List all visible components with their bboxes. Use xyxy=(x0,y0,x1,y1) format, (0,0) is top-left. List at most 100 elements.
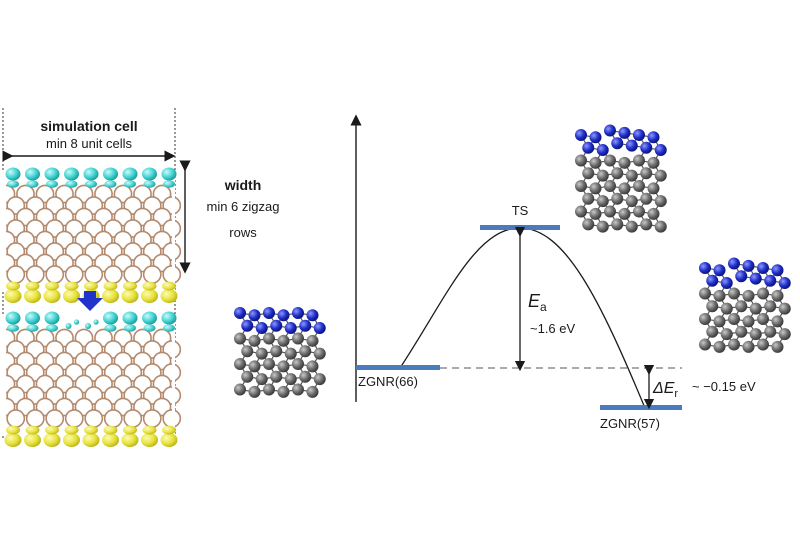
carbon-atom xyxy=(764,325,777,338)
substrate-atom xyxy=(102,289,119,303)
carbon-atom xyxy=(764,300,777,313)
substrate-atom xyxy=(142,425,157,435)
carbon-atom xyxy=(241,345,254,358)
carbon-atom xyxy=(633,180,645,193)
substrate-atom xyxy=(84,425,98,435)
carbon-atom xyxy=(742,289,755,302)
carbon-atom xyxy=(234,358,246,371)
carbon-atom xyxy=(604,205,616,218)
carbon-atom xyxy=(735,325,748,338)
edge-atom xyxy=(124,180,136,188)
carbon-atom xyxy=(277,360,290,373)
carbon-atom xyxy=(292,358,304,371)
reaction-path-curve xyxy=(399,227,646,409)
edge-atom xyxy=(64,167,79,181)
carbon-atom xyxy=(647,182,660,195)
carbon-atom xyxy=(313,373,326,386)
mol-atoms xyxy=(575,124,667,233)
carbon-atom xyxy=(292,332,304,345)
transformation-arrow-icon xyxy=(77,291,103,311)
carbon-atom xyxy=(706,300,719,313)
substrate-atom xyxy=(82,433,100,447)
carbon-atom xyxy=(728,338,740,351)
carbon-atom xyxy=(757,338,769,351)
edge-atom xyxy=(142,311,157,325)
edge-atom xyxy=(85,180,97,188)
carbon-atom xyxy=(720,328,733,341)
carbon-atom xyxy=(611,218,624,231)
slab-ring xyxy=(6,409,26,428)
edge-atom xyxy=(103,167,118,181)
carbon-atom xyxy=(604,154,616,167)
carbon-atom xyxy=(582,218,595,231)
carbon-atom xyxy=(742,315,755,328)
nitrogen-atom xyxy=(625,139,638,152)
substrate-atom xyxy=(63,289,80,303)
carbon-atom xyxy=(611,167,624,180)
substrate-atom xyxy=(64,281,79,291)
carbon-atom xyxy=(596,220,609,233)
edge-atom xyxy=(122,167,138,181)
carbon-atom xyxy=(742,340,755,353)
nitrogen-atom xyxy=(292,307,304,319)
simulation-cell-panel: simulation cell min 8 unit cells xyxy=(0,108,182,447)
carbon-atom xyxy=(728,287,740,300)
structure-ts xyxy=(575,124,667,233)
carbon-atom xyxy=(241,370,254,383)
slab-ring xyxy=(84,265,104,284)
carbon-atom xyxy=(284,347,297,360)
carbon-atom xyxy=(728,313,740,326)
edge-atom xyxy=(122,311,138,325)
slab-mask-left xyxy=(0,316,6,436)
carbon-atom xyxy=(306,334,319,347)
slab-bond-mesh xyxy=(0,328,182,428)
substrate-atom xyxy=(25,425,40,435)
carbon-atom xyxy=(720,302,733,315)
label-zgnr57: ZGNR(57) xyxy=(600,416,660,431)
edge-atom xyxy=(7,180,19,188)
edge-atom xyxy=(44,167,60,181)
edge-atom-small xyxy=(73,319,80,325)
carbon-atom xyxy=(713,340,726,353)
carbon-atom xyxy=(277,334,290,347)
edge-atom xyxy=(83,167,99,181)
carbon-atom xyxy=(270,345,283,358)
nitrogen-atom xyxy=(618,126,631,139)
carbon-atom xyxy=(313,347,326,360)
edge-atom xyxy=(104,180,117,188)
nitrogen-atom xyxy=(604,124,616,137)
carbon-atom xyxy=(234,383,246,396)
carbon-atom xyxy=(735,300,748,313)
slab-mask-right xyxy=(172,316,175,436)
activation-symbol: Ea xyxy=(528,291,547,314)
slab-ring xyxy=(123,409,143,428)
carbon-atom xyxy=(633,154,645,167)
substrate-atom xyxy=(123,425,137,435)
edge-atom-small xyxy=(65,323,72,329)
substrate-atom xyxy=(162,281,176,291)
substrate-atom xyxy=(63,433,80,447)
nitrogen-atom xyxy=(647,131,660,144)
carbon-atom xyxy=(589,182,602,195)
carbon-atom xyxy=(633,205,645,218)
graphene-slab-defect xyxy=(0,311,182,447)
carbon-atom xyxy=(618,156,631,169)
slab-ring xyxy=(84,409,104,428)
nitrogen-atom xyxy=(306,309,319,322)
nitrogen-atom xyxy=(771,264,784,277)
carbon-atom xyxy=(299,345,312,358)
carbon-atom xyxy=(589,156,602,169)
graphene-slab-pristine xyxy=(0,167,182,303)
slab-ring xyxy=(142,265,162,284)
width-annotation: width min 6 zigzag rows xyxy=(179,160,279,274)
slab-ring xyxy=(25,409,45,428)
edge-atom xyxy=(26,324,39,332)
carbon-atom xyxy=(611,192,624,205)
nitrogen-atom xyxy=(735,270,748,283)
substrate-atom xyxy=(43,433,61,447)
carbon-atom xyxy=(757,287,769,300)
edge-atom xyxy=(46,324,58,332)
substrate-atom xyxy=(25,281,40,291)
nitrogen-atom xyxy=(255,322,268,335)
